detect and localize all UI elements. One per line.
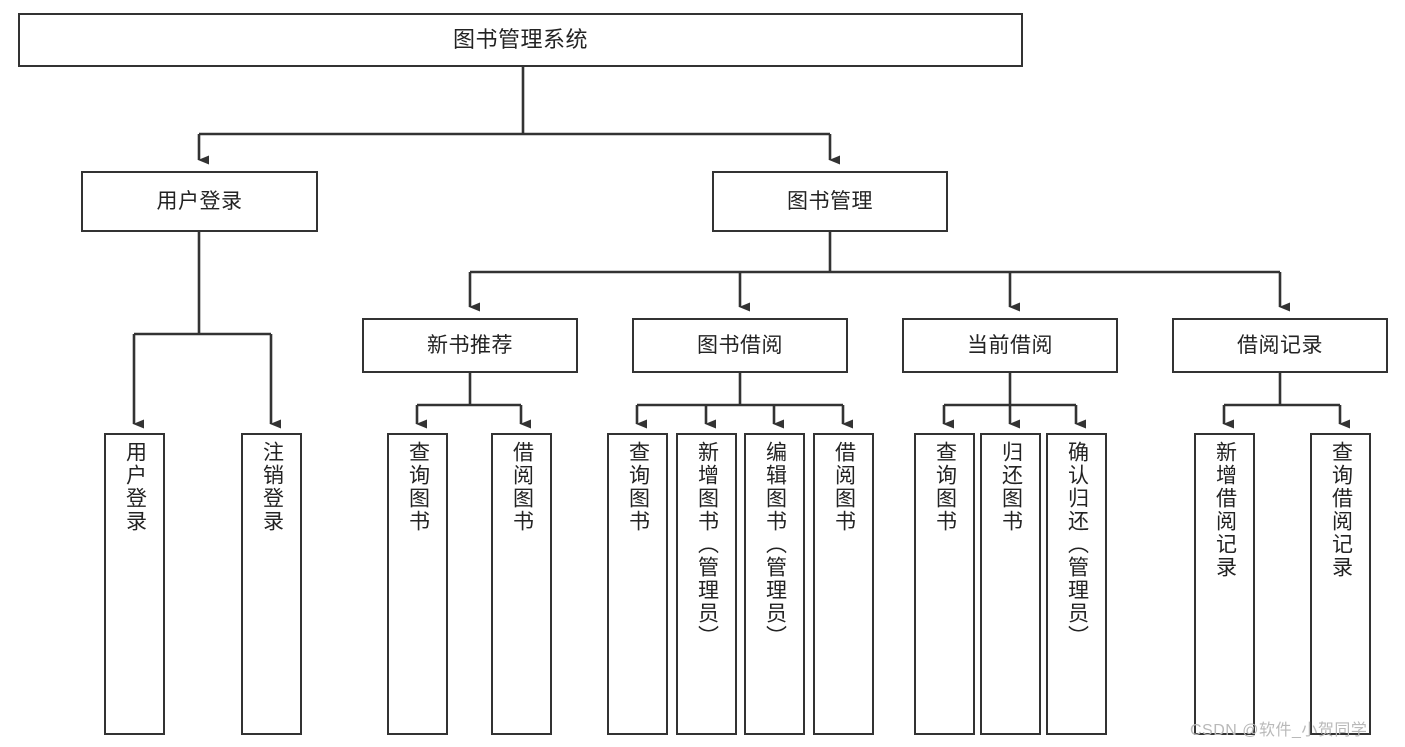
node-book-borrow[interactable]: 图书借阅 (632, 318, 848, 373)
leaf-borrow-record-add-record[interactable]: 新增借阅记录 (1194, 433, 1255, 735)
node-label: 查询图书 (406, 441, 430, 533)
csdn-watermark: CSDN @软件_小贺同学 (1190, 722, 1368, 739)
node-label: 图书管理 (787, 189, 873, 213)
node-label: 借阅记录 (1237, 333, 1323, 357)
node-borrow-record[interactable]: 借阅记录 (1172, 318, 1388, 373)
node-label: 新增图书（管理员） (695, 441, 719, 648)
node-label: 查询图书 (933, 441, 957, 533)
node-label: 用户登录 (156, 189, 243, 213)
node-user-login[interactable]: 用户登录 (81, 171, 318, 232)
leaf-user-login-logout[interactable]: 注销登录 (241, 433, 302, 735)
leaf-current-borrow-query-book[interactable]: 查询图书 (914, 433, 975, 735)
node-book-management[interactable]: 图书管理 (712, 171, 948, 232)
node-label: 编辑图书（管理员） (763, 441, 787, 648)
leaf-book-borrow-add-book[interactable]: 新增图书（管理员） (676, 433, 737, 735)
leaf-user-login-login[interactable]: 用户登录 (104, 433, 165, 735)
node-label: 图书管理系统 (452, 26, 588, 52)
leaf-new-book-query-book[interactable]: 查询图书 (387, 433, 448, 735)
node-label: 新增借阅记录 (1213, 441, 1237, 579)
node-label: 确认归还（管理员） (1065, 441, 1089, 648)
leaf-book-borrow-borrow-book[interactable]: 借阅图书 (813, 433, 874, 735)
node-book-management-system[interactable]: 图书管理系统 (18, 13, 1023, 67)
leaf-current-borrow-return-book[interactable]: 归还图书 (980, 433, 1041, 735)
leaf-book-borrow-query-book[interactable]: 查询图书 (607, 433, 668, 735)
node-label: 新书推荐 (427, 333, 513, 357)
leaf-borrow-record-query-record[interactable]: 查询借阅记录 (1310, 433, 1371, 735)
leaf-current-borrow-confirm-return[interactable]: 确认归还（管理员） (1046, 433, 1107, 735)
node-new-book-recommend[interactable]: 新书推荐 (362, 318, 578, 373)
leaf-new-book-borrow-book[interactable]: 借阅图书 (491, 433, 552, 735)
node-label: 借阅图书 (510, 441, 534, 533)
node-label: 查询图书 (626, 441, 650, 533)
leaf-book-borrow-edit-book[interactable]: 编辑图书（管理员） (744, 433, 805, 735)
node-label: 用户登录 (123, 441, 147, 533)
node-label: 借阅图书 (832, 441, 856, 533)
node-current-borrow[interactable]: 当前借阅 (902, 318, 1118, 373)
node-label: 当前借阅 (967, 333, 1053, 357)
node-label: 归还图书 (999, 441, 1023, 533)
node-label: 图书借阅 (697, 333, 783, 357)
edges (132, 67, 1350, 429)
node-label: 查询借阅记录 (1329, 441, 1353, 579)
node-label: 注销登录 (260, 441, 284, 533)
